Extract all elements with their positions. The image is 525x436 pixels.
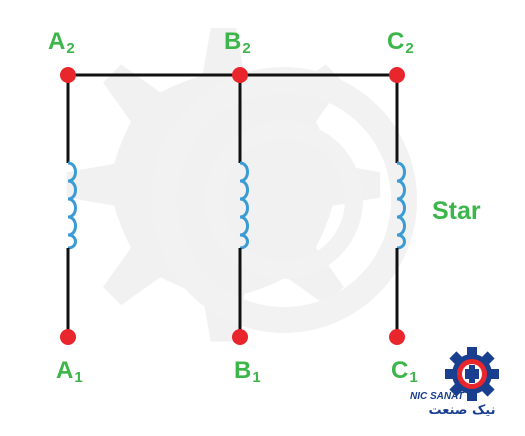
label-a1-letter: A — [56, 357, 74, 384]
coil-a — [67, 161, 77, 250]
terminal-dot-c2 — [389, 67, 405, 83]
terminal-dot-a1 — [60, 329, 76, 345]
coil-c — [396, 161, 406, 250]
label-a2-letter: A — [48, 28, 66, 55]
terminal-dot-b1 — [232, 329, 248, 345]
label-a2: A2 — [48, 28, 75, 57]
label-c1-letter: C — [391, 357, 409, 384]
connection-type-label: Star — [432, 197, 481, 225]
label-b1: B1 — [234, 357, 261, 386]
label-b2-letter: B — [224, 28, 242, 55]
nic-sanat-logo: NIC SANAT نیک صنعت — [410, 346, 522, 432]
logo-text-en: NIC SANAT — [410, 391, 464, 402]
label-c1-sub: 1 — [409, 369, 418, 386]
logo-text-fa: نیک صنعت — [428, 403, 496, 418]
label-a1-sub: 1 — [74, 369, 83, 386]
terminal-dot-a2 — [60, 67, 76, 83]
terminal-dot-c1 — [389, 329, 405, 345]
label-c2-sub: 2 — [405, 40, 414, 57]
coil-b — [239, 161, 249, 250]
watermark-ring-inner — [205, 121, 363, 279]
label-c1: C1 — [391, 357, 418, 386]
watermark-ring — [151, 67, 417, 333]
label-c2-letter: C — [387, 28, 405, 55]
label-b2-sub: 2 — [242, 40, 251, 57]
label-b1-sub: 1 — [252, 369, 261, 386]
label-b1-letter: B — [234, 357, 252, 384]
label-b2: B2 — [224, 28, 251, 57]
terminal-dot-b2 — [232, 67, 248, 83]
label-a2-sub: 2 — [66, 40, 75, 57]
label-c2: C2 — [387, 28, 414, 57]
label-a1: A1 — [56, 357, 83, 386]
gear-logo-icon — [445, 347, 499, 401]
